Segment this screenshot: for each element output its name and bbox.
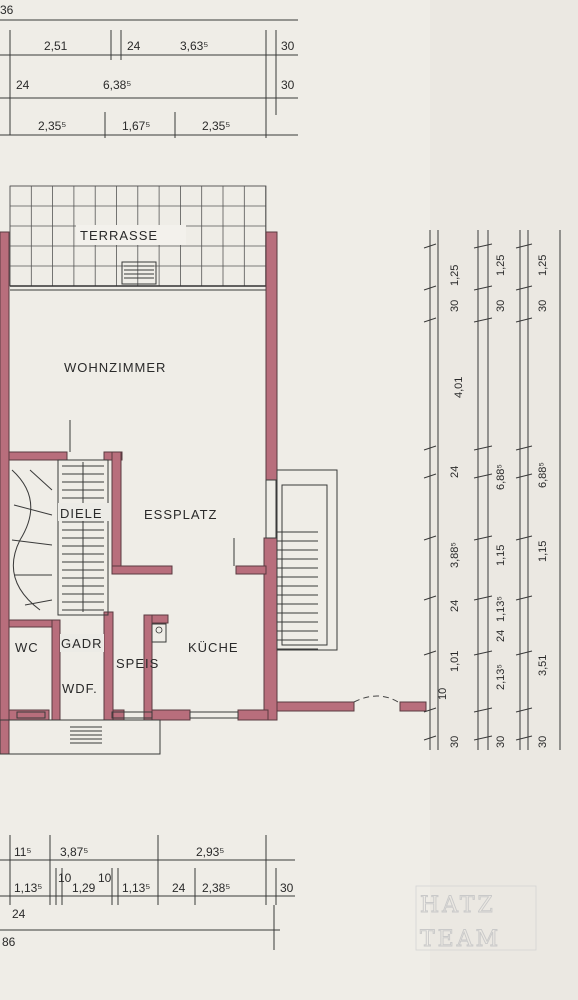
top-dimensions: 36 2,51 24 3,63⁵ 30 24 6,38⁵ 30 2,35⁵ 1,…: [0, 3, 298, 138]
dim-right-c2-7: 30: [495, 736, 507, 748]
watermark-line-1: HATZ: [420, 893, 496, 918]
room-label-pantry: SPEIS: [116, 656, 159, 671]
terrace: TERRASSE: [9, 185, 267, 291]
dim-top-r3-c: 2,35⁵: [202, 119, 230, 133]
watermark-line-2: TEAM: [420, 927, 501, 952]
dim-top-corner: 36: [0, 3, 14, 17]
room-label-dining: ESSPLATZ: [144, 507, 218, 522]
dim-bottom-r3-a: 24: [12, 907, 26, 921]
dim-right-c1-1: 30: [449, 300, 461, 312]
dim-bottom-r2-f: 24: [172, 881, 186, 895]
kitchen-stove: [151, 623, 167, 643]
windows: [16, 479, 277, 719]
dim-right-c2-2: 6,88⁵: [495, 464, 507, 490]
dim-top-r2-c: 30: [281, 78, 295, 92]
dim-top-r1-a: 2,51: [44, 39, 68, 53]
entrance-porch: [0, 719, 161, 755]
dim-right-c1-7: 10: [437, 688, 449, 700]
bottom-dimensions: 11⁵ 3,87⁵ 2,93⁵ 1,13⁵ 10 1,29 10 1,13⁵ 2…: [0, 835, 295, 950]
dim-right-c3-4: 3,51: [537, 655, 549, 676]
dim-bottom-r2-a: 1,13⁵: [14, 881, 42, 895]
staircase: [11, 459, 109, 616]
dim-right-c1-6: 1,01: [449, 651, 461, 672]
room-label-wdf: WDF.: [62, 681, 98, 696]
dim-bottom-r1-c: 2,93⁵: [196, 845, 224, 859]
room-label-wardrobe: GADR: [61, 636, 103, 651]
dim-top-r1-d: 30: [281, 39, 295, 53]
dim-bottom-r2-e: 1,13⁵: [122, 881, 150, 895]
paper-shade: [430, 0, 578, 1000]
room-label-terrace: TERRASSE: [80, 228, 158, 243]
room-label-wc: WC: [15, 640, 39, 655]
dim-right-c3-0: 1,25: [537, 255, 549, 276]
dim-bottom-r2-b: 10: [58, 871, 72, 885]
terrace-steps: [121, 261, 157, 285]
dim-bottom-r1-a: 11⁵: [14, 845, 31, 859]
room-label-living: WOHNZIMMER: [64, 360, 166, 375]
dim-right-c1-5: 24: [449, 600, 461, 612]
dim-top-r1-c: 3,63⁵: [180, 39, 208, 53]
dim-right-c2-4: 1,13⁵: [495, 596, 507, 622]
dim-right-c3-2: 6,88⁵: [537, 462, 549, 488]
dim-right-c2-6: 2,13⁵: [495, 664, 507, 690]
dim-bottom-r4-a: 86: [2, 935, 16, 949]
dim-right-c3-5: 30: [537, 736, 549, 748]
dim-top-r2-a: 24: [16, 78, 30, 92]
dim-bottom-r2-d: 10: [98, 871, 112, 885]
walls: [0, 231, 427, 755]
dim-top-r3-b: 1,67⁵: [122, 119, 150, 133]
dim-right-c1-4: 3,88⁵: [449, 542, 461, 568]
room-label-hall: DIELE: [60, 506, 103, 521]
dim-bottom-r2-h: 30: [280, 881, 294, 895]
dim-right-c1-2: 4,01: [453, 377, 465, 398]
right-dimensions: 1,25 30 4,01 24 3,88⁵ 24 1,01 10 30 1,25…: [423, 230, 561, 750]
dim-right-c2-5: 24: [495, 630, 507, 642]
dim-bottom-r1-b: 3,87⁵: [60, 845, 88, 859]
exterior-stairs: [276, 469, 338, 651]
dim-right-c2-0: 1,25: [495, 255, 507, 276]
watermark-logo: HATZ TEAM: [415, 885, 537, 952]
dim-right-c2-3: 1,15: [495, 545, 507, 566]
room-label-kitchen: KÜCHE: [188, 640, 239, 655]
dim-right-c3-1: 30: [537, 300, 549, 312]
dim-top-r2-b: 6,38⁵: [103, 78, 131, 92]
dim-right-c2-1: 30: [495, 300, 507, 312]
dim-bottom-r2-c: 1,29: [72, 881, 96, 895]
dim-top-r1-b: 24: [127, 39, 141, 53]
dim-right-c1-0: 1,25: [449, 265, 461, 286]
dim-bottom-r2-g: 2,38⁵: [202, 881, 230, 895]
dim-top-r3-a: 2,35⁵: [38, 119, 66, 133]
dim-right-c1-3: 24: [449, 466, 461, 478]
dim-right-c3-3: 1,15: [537, 541, 549, 562]
garden-door-swing: [353, 695, 399, 703]
dim-right-c1-8: 30: [449, 736, 461, 748]
entrance-steps: [70, 726, 102, 744]
